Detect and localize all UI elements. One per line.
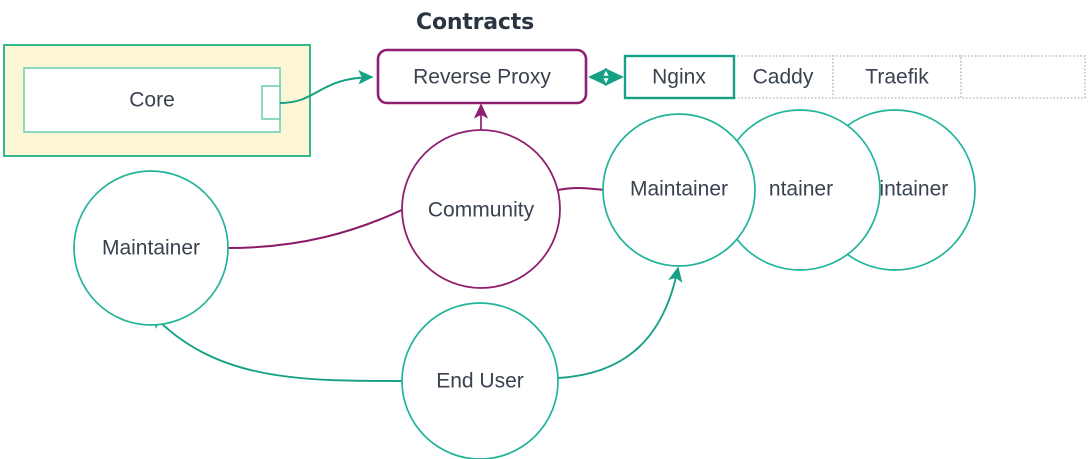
reverse-proxy-label: Reverse Proxy	[413, 66, 551, 89]
cell-traefik-label: Traefik	[865, 66, 929, 89]
core-label: Core	[129, 89, 175, 112]
circle-maintainer-left[interactable]: Maintainer	[73, 170, 229, 326]
core-port-handle[interactable]	[261, 85, 281, 120]
cell-traefik[interactable]	[832, 55, 962, 99]
cell-empty[interactable]	[960, 55, 1086, 99]
diagram-title: Contracts	[416, 10, 534, 35]
cell-caddy-label: Caddy	[753, 66, 814, 89]
core-node-box[interactable]	[23, 67, 281, 133]
edge-end-user-to-maintainer-right	[557, 266, 683, 379]
circle-maintainer-1-shape	[602, 113, 756, 267]
circle-end-user-label: End User	[436, 370, 524, 393]
circle-community-label: Community	[428, 199, 535, 222]
core-cluster[interactable]: Core	[3, 44, 311, 157]
edge-end-user-to-maintainer-left	[150, 312, 403, 382]
circle-community[interactable]: Community	[401, 129, 561, 289]
circle-maintainer-3-label: aintainer	[868, 178, 949, 201]
circle-community-shape	[401, 129, 561, 289]
cell-caddy[interactable]	[733, 55, 834, 99]
reverse-proxy-box[interactable]: Reverse Proxy	[376, 48, 588, 105]
circle-end-user[interactable]: End User	[401, 302, 559, 459]
circle-maintainer-1[interactable]: Maintainer	[602, 113, 756, 267]
circle-maintainer-left-shape	[73, 170, 229, 326]
circle-maintainer-2-label: ntainer	[769, 178, 833, 201]
circle-maintainer-left-label: Maintainer	[102, 237, 200, 260]
circle-maintainer-2[interactable]: ntainer	[719, 109, 881, 271]
cell-nginx-label: Nginx	[652, 66, 706, 89]
edge-community-to-maintainer-right	[557, 186, 607, 191]
edge-core-to-reverse-proxy	[279, 70, 374, 104]
reverse-proxy-box-shape	[376, 48, 588, 105]
circle-maintainer-1-label: Maintainer	[630, 178, 728, 201]
edge-maintainer-left-to-community	[227, 208, 405, 249]
proxy-options-table: Nginx Caddy Traefik	[623, 54, 1086, 100]
cell-nginx[interactable]	[623, 54, 736, 100]
circle-end-user-shape	[401, 302, 559, 459]
